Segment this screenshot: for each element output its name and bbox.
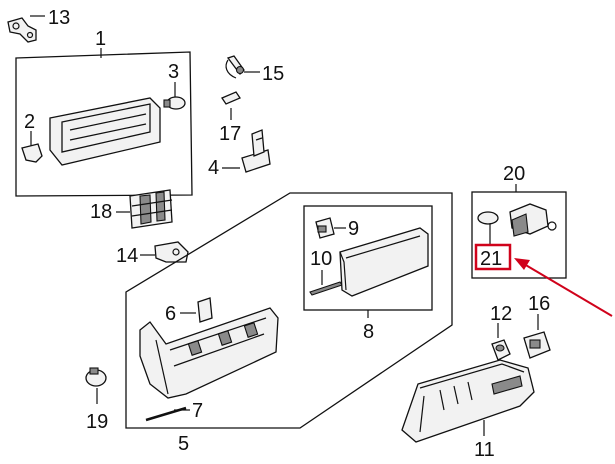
callout-9[interactable]: 9 — [348, 218, 359, 240]
part-14-bracket-drawing — [154, 241, 189, 263]
part-11-glovebox-drawing — [401, 359, 535, 443]
callout-20[interactable]: 20 — [503, 163, 525, 185]
callout-12[interactable]: 12 — [490, 303, 512, 325]
callout-7[interactable]: 7 — [192, 400, 203, 422]
callout-15[interactable]: 15 — [262, 63, 284, 85]
callout-2[interactable]: 2 — [24, 111, 35, 133]
part-2-clip-drawing — [21, 143, 43, 163]
part-20-lock-drawing — [477, 203, 557, 244]
part-17-pin-drawing — [221, 91, 241, 105]
callout-16[interactable]: 16 — [528, 293, 550, 315]
callout-1[interactable]: 1 — [95, 28, 106, 50]
callout-4[interactable]: 4 — [208, 157, 219, 179]
part-4-bracket-drawing — [241, 129, 271, 173]
part-3-clip-drawing — [163, 96, 186, 110]
callout-21[interactable]: 21 — [480, 248, 502, 270]
callout-18[interactable]: 18 — [90, 201, 112, 223]
callout-10[interactable]: 10 — [310, 248, 332, 270]
callout-14[interactable]: 14 — [116, 245, 138, 267]
part-5-frame — [125, 192, 453, 429]
part-9-clip-drawing — [315, 217, 335, 239]
callout-21-highlight-box — [474, 243, 512, 271]
part-12-bulb-drawing — [491, 339, 511, 361]
callout-6[interactable]: 6 — [165, 303, 176, 325]
part-10-strip-drawing — [309, 281, 343, 296]
callout-17[interactable]: 17 — [219, 123, 241, 145]
callout-11[interactable]: 11 — [474, 439, 495, 461]
callout-8[interactable]: 8 — [363, 321, 374, 343]
part-13-bracket-drawing — [7, 15, 45, 43]
highlight-arrow — [514, 258, 613, 317]
part-1-frame — [15, 51, 193, 197]
part-18-block-drawing — [129, 189, 173, 229]
part-19-knob-drawing — [85, 367, 107, 387]
part-8-cover-drawing — [339, 227, 429, 297]
callout-3[interactable]: 3 — [168, 61, 179, 83]
part-5-panel-drawing — [139, 307, 279, 399]
part-15-cable-drawing — [225, 55, 260, 79]
part-1-tray-drawing — [49, 97, 161, 166]
callout-19[interactable]: 19 — [86, 411, 108, 433]
part-20-frame — [471, 191, 567, 279]
part-16-socket-drawing — [523, 331, 551, 359]
callout-13[interactable]: 13 — [48, 7, 70, 29]
part-6-bracket-drawing — [197, 297, 213, 323]
callout-5[interactable]: 5 — [178, 433, 189, 455]
